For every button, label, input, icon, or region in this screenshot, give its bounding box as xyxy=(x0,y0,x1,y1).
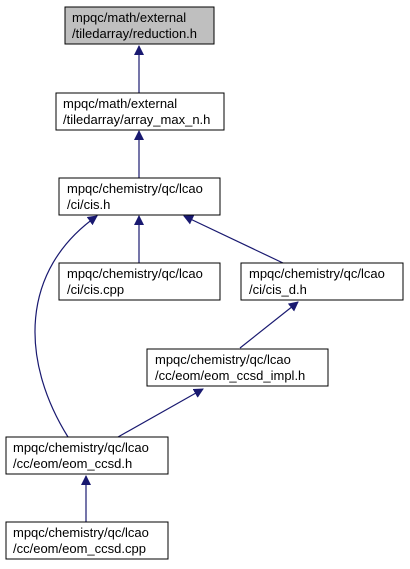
edges xyxy=(34,45,299,522)
node-reduction-h-line2: /tiledarray/reduction.h xyxy=(72,26,197,41)
node-cis-d-h-line1: mpqc/chemistry/qc/lcao xyxy=(249,266,385,281)
edge-eom-ccsd-impl-to-cis-d xyxy=(239,301,299,349)
node-eom-ccsd-impl-h-line2: /cc/eom/eom_ccsd_impl.h xyxy=(155,368,305,383)
node-cis-d-h[interactable]: mpqc/chemistry/qc/lcao /ci/cis_d.h xyxy=(240,262,404,301)
node-cis-cpp-line1: mpqc/chemistry/qc/lcao xyxy=(67,266,203,281)
node-eom-ccsd-h-line2: /cc/eom/eom_ccsd.h xyxy=(13,456,132,471)
node-eom-ccsd-cpp[interactable]: mpqc/chemistry/qc/lcao /cc/eom/eom_ccsd.… xyxy=(5,521,169,560)
edge-cis-d-to-cis xyxy=(183,215,284,264)
node-array-max-n-h-line1: mpqc/math/external xyxy=(63,96,177,111)
node-eom-ccsd-h-line1: mpqc/chemistry/qc/lcao xyxy=(13,440,149,455)
node-cis-h-line1: mpqc/chemistry/qc/lcao xyxy=(67,181,203,196)
node-array-max-n-h[interactable]: mpqc/math/external /tiledarray/array_max… xyxy=(55,92,225,131)
node-cis-d-h-line2: /ci/cis_d.h xyxy=(249,282,307,297)
edge-eom-ccsd-to-cis xyxy=(34,215,98,438)
node-eom-ccsd-cpp-line1: mpqc/chemistry/qc/lcao xyxy=(13,525,149,540)
node-array-max-n-h-line2: /tiledarray/array_max_n.h xyxy=(63,112,210,127)
node-cis-h-line2: /ci/cis.h xyxy=(67,197,110,212)
node-eom-ccsd-impl-h[interactable]: mpqc/chemistry/qc/lcao /cc/eom/eom_ccsd_… xyxy=(146,348,329,387)
edge-eom-ccsd-to-eom-ccsd-impl xyxy=(117,388,204,438)
node-cis-h[interactable]: mpqc/chemistry/qc/lcao /ci/cis.h xyxy=(58,177,221,216)
node-eom-ccsd-impl-h-line1: mpqc/chemistry/qc/lcao xyxy=(155,352,291,367)
node-eom-ccsd-h[interactable]: mpqc/chemistry/qc/lcao /cc/eom/eom_ccsd.… xyxy=(5,436,169,475)
node-eom-ccsd-cpp-line2: /cc/eom/eom_ccsd.cpp xyxy=(13,541,146,556)
node-reduction-h-line1: mpqc/math/external xyxy=(72,10,186,25)
node-reduction-h[interactable]: mpqc/math/external /tiledarray/reduction… xyxy=(64,6,215,45)
node-cis-cpp[interactable]: mpqc/chemistry/qc/lcao /ci/cis.cpp xyxy=(58,262,221,301)
node-cis-cpp-line2: /ci/cis.cpp xyxy=(67,282,124,297)
